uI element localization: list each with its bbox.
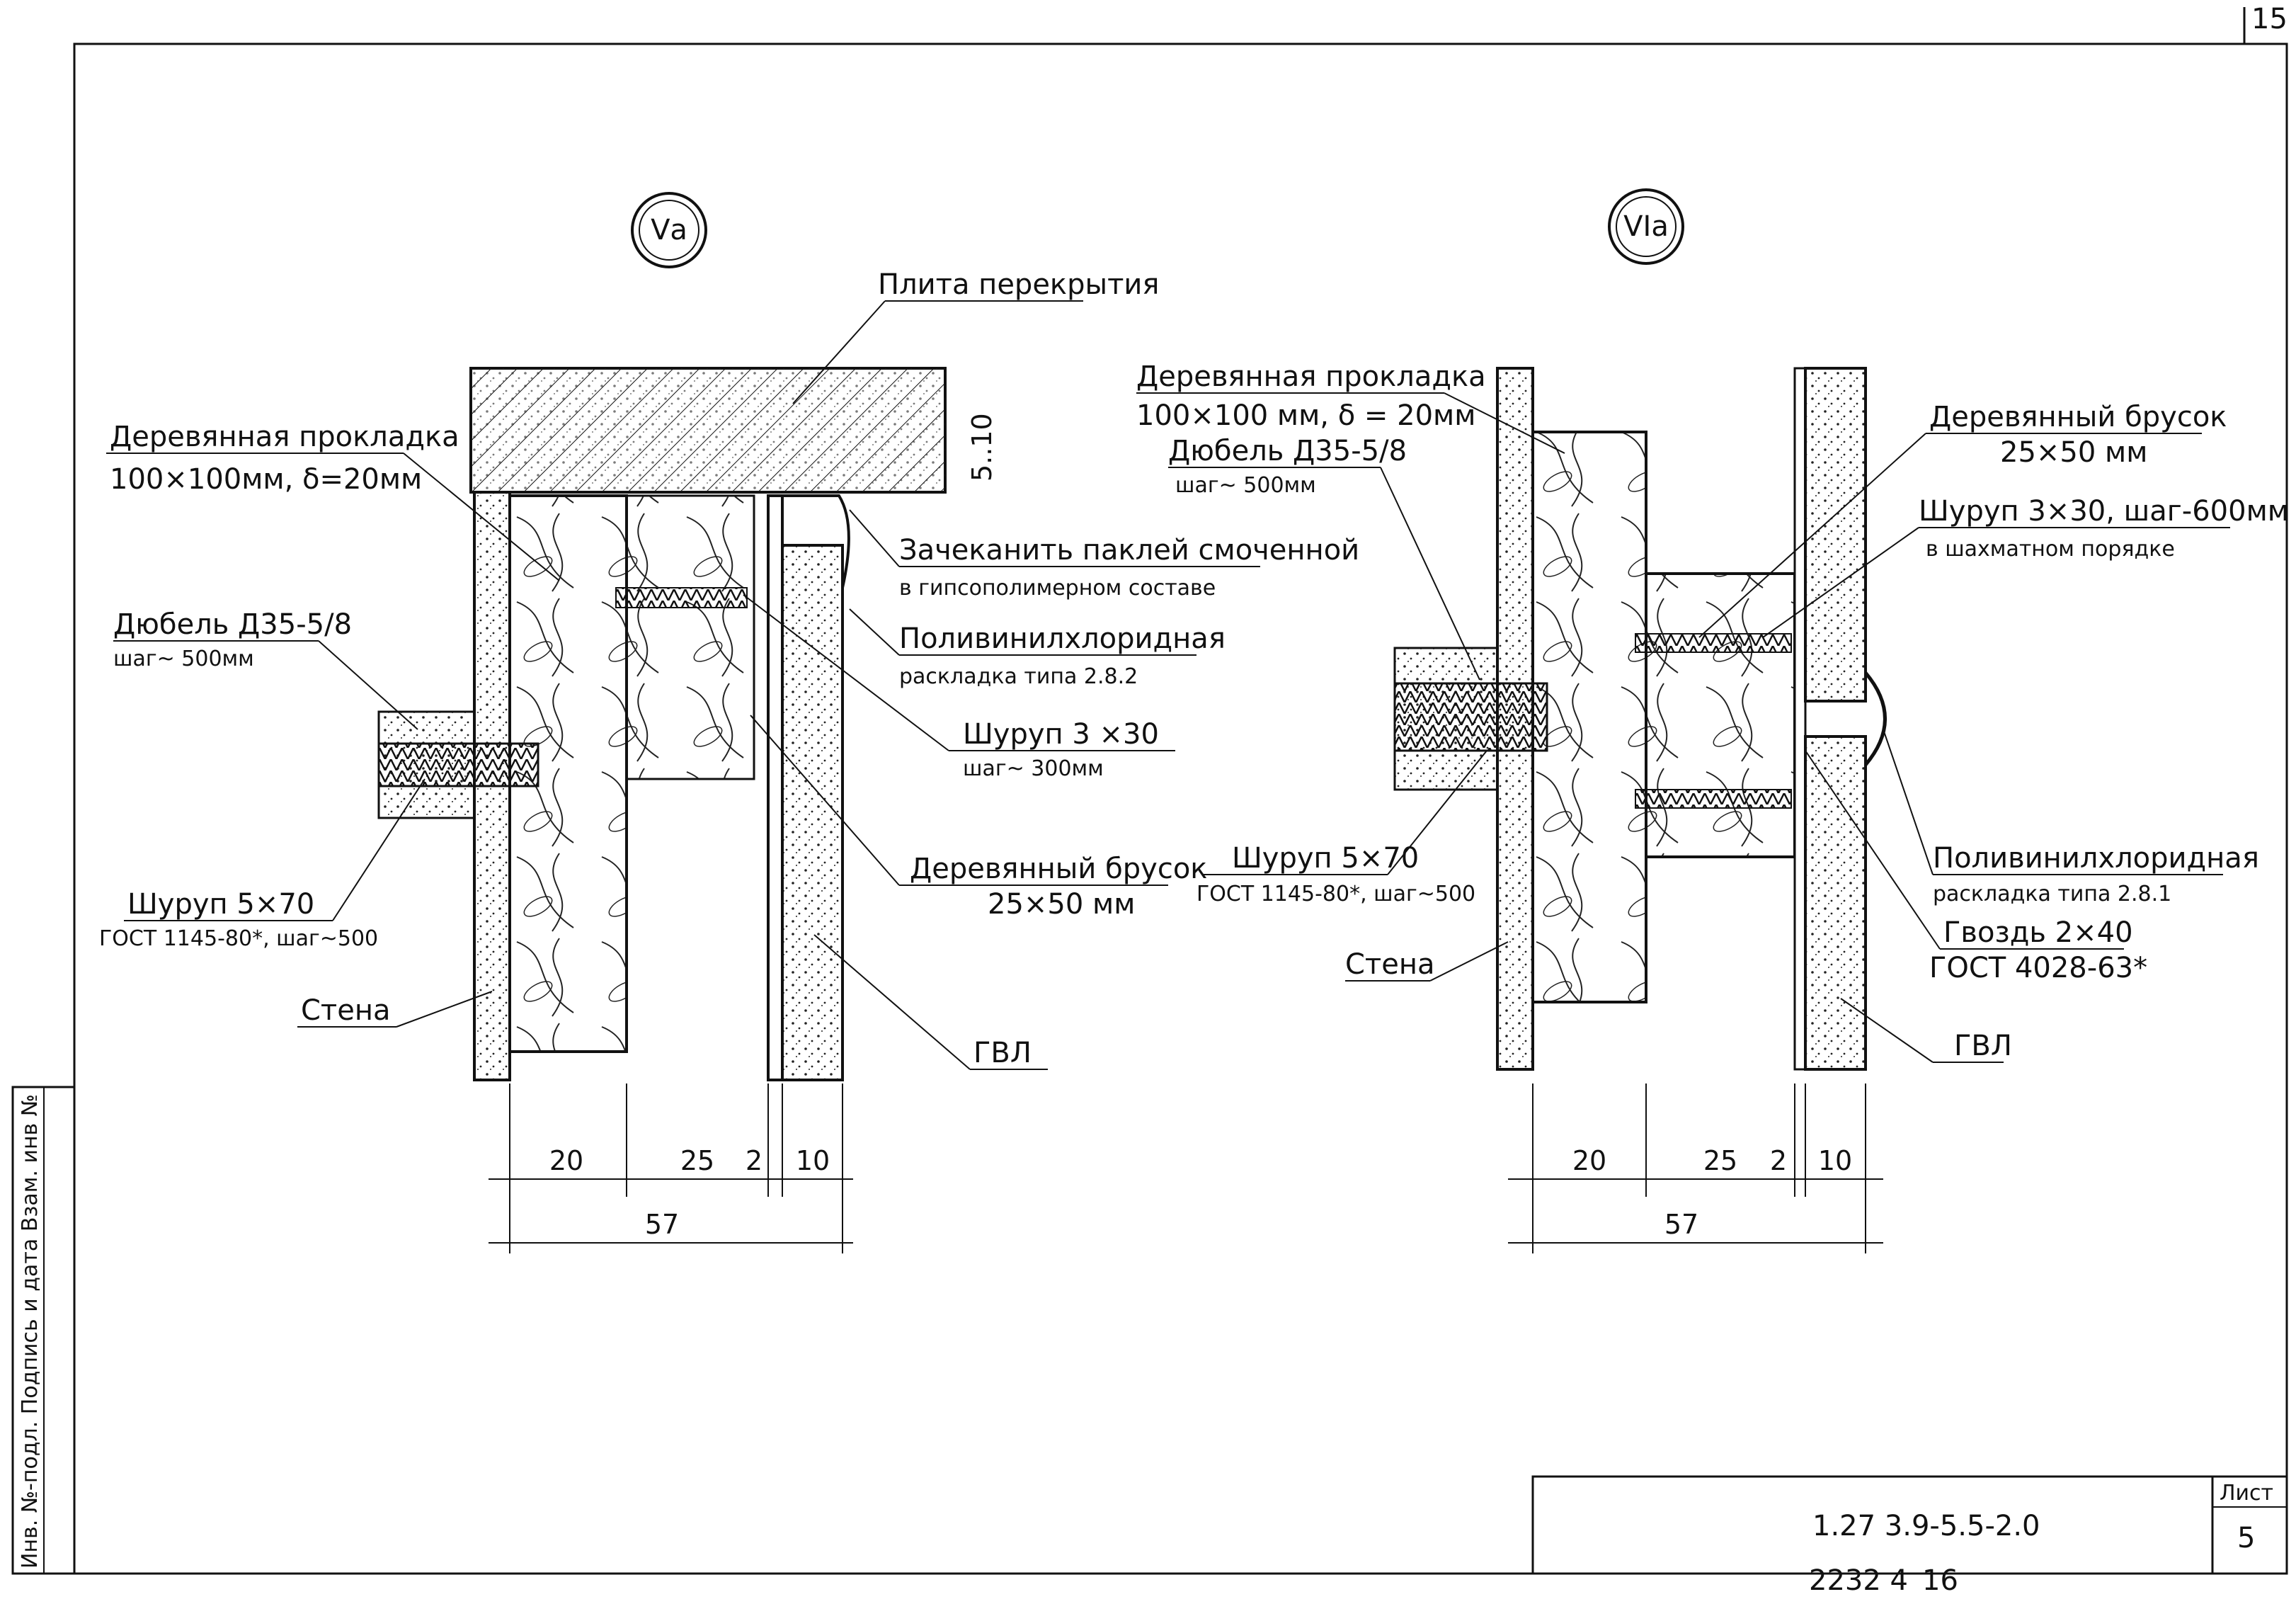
gvl-board xyxy=(781,544,844,1081)
detail-via: VIа 20 25 2 10 57 xyxy=(1136,188,2289,1253)
label-nail-1-right: Гвоздь 2×40 xyxy=(1943,916,2133,949)
leader-lines-right xyxy=(1136,392,2230,1063)
dim-57: 57 xyxy=(645,1209,679,1240)
dowel xyxy=(377,742,539,787)
label-caulk-1: Зачеканить паклей смоченной xyxy=(899,534,1359,567)
screw-3x30 xyxy=(615,587,748,608)
label-screw-small-2: шаг~ 300мм xyxy=(963,756,1104,781)
label-wall: Стена xyxy=(301,994,391,1027)
screw-3x30-right-bottom xyxy=(1635,789,1792,809)
dim-20-right: 20 xyxy=(1572,1145,1606,1176)
dim-10: 10 xyxy=(796,1145,830,1176)
label-screw-big-2: ГОСТ 1145-80*, шаг~500 xyxy=(99,926,378,951)
dimension-lines-right xyxy=(1508,1083,1883,1253)
label-screw-small-2-right: в шахматном порядке xyxy=(1926,537,2175,562)
label-bar-2-right: 25×50 мм xyxy=(2000,436,2147,469)
label-gvl-right: ГВЛ xyxy=(1954,1030,2012,1062)
label-dowel-1-right: Дюбель Д35-5/8 xyxy=(1168,435,1407,467)
label-pvc-1-right: Поливинилхлоридная xyxy=(1933,842,2259,875)
label-bar-1: Деревянный брусок xyxy=(910,853,1207,885)
label-bar-1-right: Деревянный брусок xyxy=(1929,401,2227,433)
label-screw-big-1: Шуруп 5×70 xyxy=(127,888,314,921)
label-wall-right: Стена xyxy=(1345,948,1435,981)
screw-3x30-right-top xyxy=(1635,633,1792,653)
dimension-lines-left xyxy=(489,1083,853,1253)
gvl-board-right-top xyxy=(1804,367,1867,703)
pvc-joint-right xyxy=(1864,671,1887,766)
label-dowel-2-right: шаг~ 500мм xyxy=(1175,473,1316,498)
label-pad-title: Деревянная прокладка xyxy=(110,421,459,453)
floor-slab xyxy=(469,367,947,494)
gap-dim: 5..10 xyxy=(966,413,998,482)
label-pvc-2-right: раскладка типа 2.8.1 xyxy=(1933,882,2171,906)
label-pad-size-right: 100×100 мм, δ = 20мм xyxy=(1136,399,1475,432)
title-block: 1.27 3.9-5.5-2.0 Лист 5 xyxy=(1531,1475,2288,1575)
dim-2-right: 2 xyxy=(1770,1145,1787,1176)
dim-57-right: 57 xyxy=(1664,1209,1698,1240)
label-screw-big-2-right: ГОСТ 1145-80*, шаг~500 xyxy=(1196,882,1475,906)
label-dowel-2: шаг~ 500мм xyxy=(113,647,254,671)
stamp-number: 2232 4 xyxy=(1809,1564,1908,1597)
label-pad-title-right: Деревянная прокладка xyxy=(1136,360,1486,393)
wooden-bar-right xyxy=(1645,572,1796,858)
label-slab: Плита перекрытия xyxy=(878,268,1159,301)
svg-text:Vа: Vа xyxy=(651,214,687,246)
detail-va: Vа 2 xyxy=(99,192,1359,1253)
drawing-code: 1.27 3.9-5.5-2.0 xyxy=(1812,1510,2040,1542)
dim-25-right: 25 xyxy=(1703,1145,1737,1176)
dowel-right xyxy=(1393,682,1548,752)
leader-lines-left xyxy=(106,300,1260,1070)
label-screw-big-1-right: Шуруп 5×70 xyxy=(1232,842,1419,875)
svg-text:VIа: VIа xyxy=(1623,210,1669,243)
sheet-frame: 15 Инв. №-подл. Подпись и дата Взам. инв… xyxy=(11,3,2288,1597)
label-bar-2: 25×50 мм xyxy=(988,888,1135,921)
sheet-number: 5 xyxy=(2237,1522,2255,1554)
gvl-board-right-bottom xyxy=(1804,735,1867,1071)
wooden-pad-right xyxy=(1531,431,1647,1003)
sheet-label: Лист xyxy=(2220,1481,2273,1506)
dim-2: 2 xyxy=(746,1145,763,1176)
pvc-strip-right xyxy=(1793,367,1807,1071)
corner-page-number: 15 xyxy=(2251,3,2288,35)
label-pvc-1: Поливинилхлоридная xyxy=(899,622,1226,655)
label-dowel-1: Дюбель Д35-5/8 xyxy=(113,608,352,641)
label-screw-small-1-right: Шуруп 3×30, шаг-600мм xyxy=(1919,495,2289,528)
label-caulk-2: в гипсополимерном составе xyxy=(899,576,1216,601)
label-pvc-2: раскладка типа 2.8.2 xyxy=(899,664,1138,689)
pvc-strip xyxy=(767,494,784,1081)
label-screw-small-1: Шуруп 3 ×30 xyxy=(963,718,1159,751)
side-stamp-text: Инв. №-подл. Подпись и дата Взам. инв № xyxy=(18,1094,42,1569)
dim-20: 20 xyxy=(549,1145,583,1176)
label-pad-size: 100×100мм, δ=20мм xyxy=(110,463,422,496)
stamp-number-2: 16 xyxy=(1922,1564,1958,1597)
detail-marker-via: VIа xyxy=(1608,188,1684,265)
dim-10-right: 10 xyxy=(1818,1145,1852,1176)
dim-25: 25 xyxy=(680,1145,714,1176)
label-nail-2-right: ГОСТ 4028-63* xyxy=(1929,952,2147,984)
label-gvl: ГВЛ xyxy=(973,1037,1032,1069)
wooden-pad xyxy=(508,494,755,1053)
detail-marker-va: Vа xyxy=(631,192,707,268)
caulk-seal xyxy=(768,494,850,588)
